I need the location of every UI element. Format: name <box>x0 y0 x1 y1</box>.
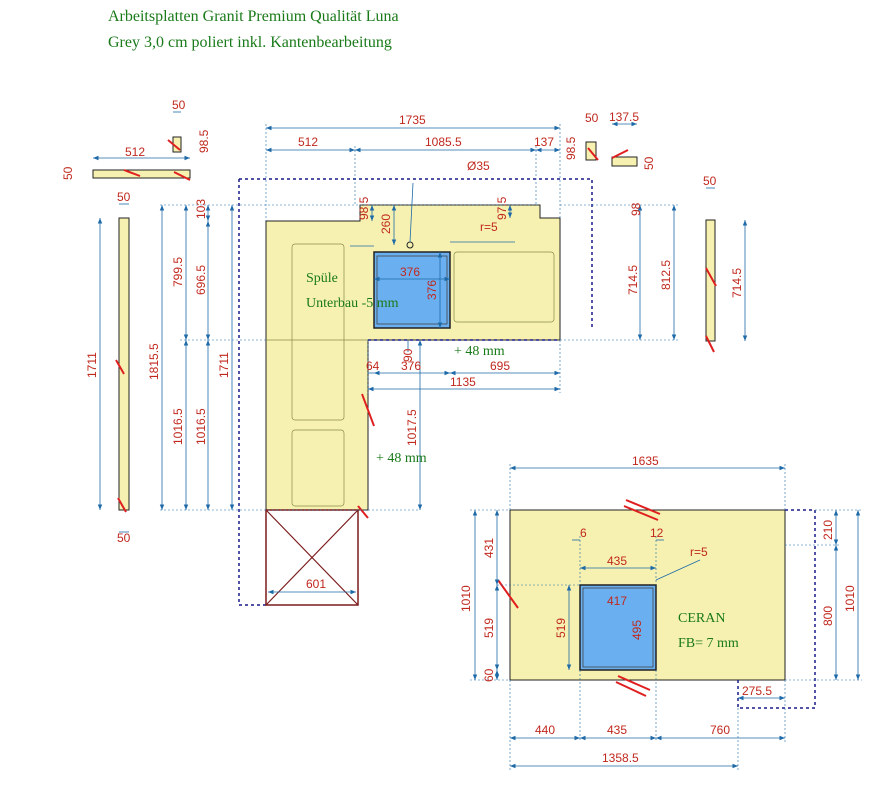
dim-519-a: 519 <box>482 618 496 638</box>
dim-431: 431 <box>482 538 496 558</box>
dim-60: 60 <box>482 668 496 682</box>
dim-10165-b: 1016.5 <box>194 408 208 445</box>
dim-137: 137 <box>534 135 554 149</box>
dim-90: 90 <box>401 348 415 362</box>
dim-64: 64 <box>366 359 380 373</box>
dim-1085: 1085.5 <box>425 135 462 149</box>
cooktop-dimension-lines <box>470 464 862 770</box>
hole-diameter-label: Ø35 <box>467 159 490 173</box>
dim-1010-a: 1010 <box>459 585 473 612</box>
radius-label-a: r=5 <box>480 220 498 234</box>
dim-50-f: 50 <box>117 531 131 545</box>
dim-6965: 696.5 <box>194 265 208 295</box>
dim-1711-a: 1711 <box>85 352 99 378</box>
edge-strip-e <box>611 156 638 167</box>
dim-376-bottom: 376 <box>401 359 421 373</box>
dim-695: 695 <box>490 359 510 373</box>
edge-strip-b <box>92 169 191 179</box>
cut-marks <box>115 139 717 697</box>
drawing-title-line2: Grey 3,0 cm poliert inkl. Kantenbearbeit… <box>108 34 392 51</box>
cooktop-label: CERAN <box>678 611 725 626</box>
dim-800: 800 <box>821 606 835 626</box>
dim-7145-b: 714.5 <box>730 268 744 298</box>
cooktop-countertop <box>509 509 786 681</box>
sink-cutout <box>373 251 451 329</box>
dim-975: 97.5 <box>495 196 509 220</box>
dim-50-e: 50 <box>642 156 656 170</box>
dim-98: 98 <box>629 202 643 216</box>
dimension-lines <box>93 111 748 595</box>
dim-13585: 1358.5 <box>602 751 639 765</box>
dim-260: 260 <box>379 214 393 234</box>
dim-440: 440 <box>535 723 555 737</box>
dim-50-g: 50 <box>703 174 717 188</box>
dim-1010-b: 1010 <box>843 585 857 612</box>
dim-1711-b: 1711 <box>217 352 231 378</box>
dim-10165-a: 1016.5 <box>171 408 185 445</box>
dim-50-d-top: 50 <box>585 111 599 125</box>
dim-376-sink-h: 376 <box>425 280 439 300</box>
dim-435-top: 435 <box>607 554 627 568</box>
edge-strip-c <box>118 217 130 511</box>
dim-1375: 137.5 <box>609 110 639 124</box>
dim-8125: 812.5 <box>659 260 673 290</box>
dim-103: 103 <box>194 199 208 219</box>
dim-7995: 799.5 <box>171 257 185 287</box>
dim-985-b: 98.5 <box>564 136 578 160</box>
dim-417: 417 <box>607 594 627 608</box>
dim-10175: 1017.5 <box>405 409 419 446</box>
dim-760: 760 <box>710 723 730 737</box>
dimension-texts: 1735 512 1085.5 137 50 512 50 50 50 137.… <box>61 98 857 765</box>
drawing-title-line1: Arbeitsplatten Granit Premium Qualität L… <box>108 8 399 25</box>
dim-519-b: 519 <box>554 618 568 638</box>
dim-435-bottom: 435 <box>607 723 627 737</box>
dim-12: 12 <box>650 526 664 540</box>
dim-2755: 275.5 <box>742 684 772 698</box>
plus48-label-b: + 48 mm <box>376 451 427 466</box>
dim-376-sink-w: 376 <box>400 265 420 279</box>
dim-1135: 1135 <box>450 375 476 389</box>
dim-50-a: 50 <box>172 98 186 112</box>
dim-1735: 1735 <box>399 113 426 127</box>
dim-18155: 1815.5 <box>147 343 161 380</box>
dim-50-c: 50 <box>117 190 131 204</box>
contour-dashed <box>238 178 593 606</box>
sink-label: Spüle <box>306 271 338 286</box>
dim-495: 495 <box>630 620 644 640</box>
dim-601: 601 <box>306 577 326 591</box>
dim-7145-a: 714.5 <box>626 265 640 295</box>
dim-6: 6 <box>580 526 587 540</box>
dim-985-a: 98.5 <box>197 129 211 153</box>
dim-1635: 1635 <box>632 454 659 468</box>
dim-512-top: 512 <box>298 135 318 149</box>
dim-210: 210 <box>821 520 835 540</box>
cooktop-cutout <box>579 584 657 671</box>
dim-985-c: 98.5 <box>357 196 371 220</box>
edge-strip-f <box>705 219 716 342</box>
radius-label-b: r=5 <box>690 545 708 559</box>
plus48-label-a: + 48 mm <box>454 344 505 359</box>
cooktop-fb-label: FB= 7 mm <box>678 636 739 651</box>
dim-512-strip: 512 <box>125 145 145 159</box>
dim-50-b: 50 <box>61 166 75 180</box>
sink-mount-label: Unterbau -5 mm <box>306 296 399 311</box>
